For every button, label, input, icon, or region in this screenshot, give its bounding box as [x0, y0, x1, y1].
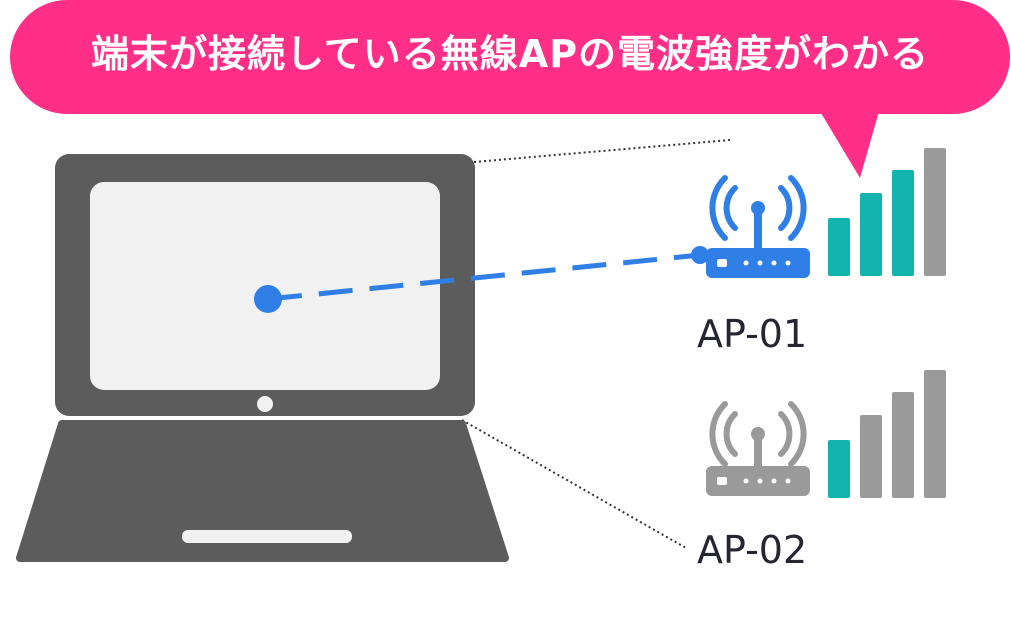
signal-strength-ap01	[828, 148, 946, 276]
callout-text: 端末が接続している無線APの電波強度がわかる	[20, 24, 1000, 84]
signal-bar	[924, 370, 946, 498]
signal-strength-ap02	[828, 370, 946, 498]
signal-bar	[892, 392, 914, 498]
laptop-webcam	[257, 396, 273, 412]
signal-bar	[828, 218, 850, 276]
signal-bar	[860, 415, 882, 498]
signal-bar	[924, 148, 946, 276]
signal-bar	[860, 193, 882, 276]
guide-line-ap01	[474, 140, 730, 162]
signal-bar	[828, 440, 850, 498]
connection-endpoint-laptop	[254, 285, 282, 313]
laptop-trackpad-slot	[182, 530, 352, 543]
wifi-router-icon	[706, 178, 810, 278]
ap-label-ap02: AP-02	[697, 528, 807, 572]
signal-bar	[892, 170, 914, 276]
ap-label-ap01: AP-01	[697, 312, 807, 356]
wifi-router-icon	[706, 404, 810, 496]
callout-tail	[818, 108, 880, 178]
laptop-icon	[20, 154, 505, 558]
